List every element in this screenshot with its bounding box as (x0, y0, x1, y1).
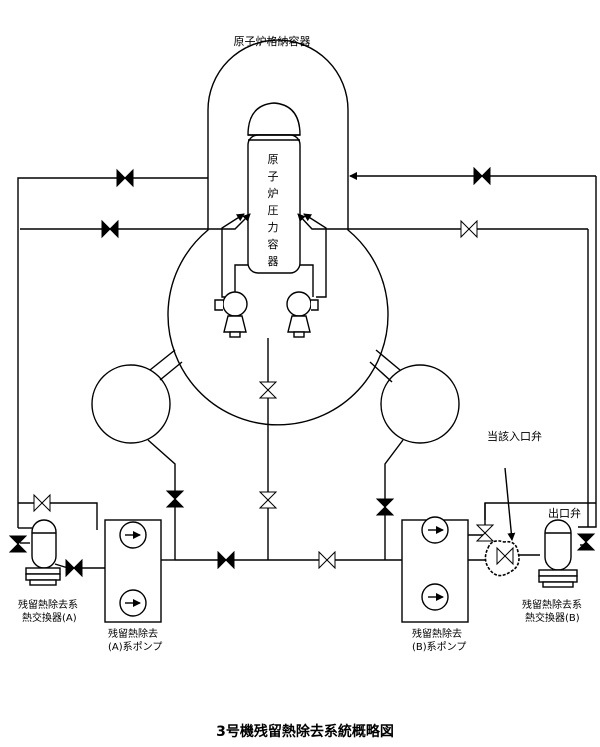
diagram-title: 3号機残留熱除去系統概略図 (216, 723, 394, 740)
hx-a-label-1: 残留熱除去系 (18, 598, 78, 611)
rhr-pump-b (401, 516, 469, 623)
valve-outlet-b (576, 533, 596, 551)
valve-hx-a-outlet (65, 558, 83, 578)
pump-a-label-2: (A)系ポンプ (108, 641, 162, 653)
containment-vessel (167, 39, 389, 426)
valve-drain-upper (258, 381, 278, 399)
pump-b-label-2: (B)系ポンプ (412, 641, 466, 653)
valve-hx-a-inlet (8, 535, 28, 553)
pump-b-label-1: 残留熱除去 (412, 627, 462, 640)
containment-label: 原子炉格納容器 (234, 34, 311, 48)
svg-text:圧: 圧 (268, 204, 279, 217)
suppression-torus-left (91, 349, 183, 444)
reactor-pressure-vessel (247, 102, 301, 274)
heat-exchanger-b (538, 519, 578, 588)
recirc-pump-left (214, 291, 248, 338)
valve-hx-b-bypass (475, 524, 495, 542)
svg-text:器: 器 (268, 255, 279, 268)
hx-a-label-2: 熱交換器(A) (22, 611, 77, 624)
valve-top-right-upper (473, 166, 491, 186)
hx-b-label-1: 残留熱除去系 (522, 598, 582, 611)
svg-text:子: 子 (268, 170, 279, 183)
recirc-loop-left (221, 213, 248, 298)
rhr-pump-a (104, 519, 162, 623)
heat-exchanger-a (25, 519, 61, 586)
svg-text:力: 力 (268, 221, 279, 234)
inlet-valve-label: 当該入口弁 (487, 429, 542, 443)
valve-top-left-lower (101, 219, 119, 239)
valve-header-left (217, 550, 235, 570)
inlet-valve-pointer (504, 467, 516, 541)
svg-text:容: 容 (268, 237, 279, 251)
valve-top-left-upper (116, 168, 134, 188)
recirc-loop-right (300, 213, 327, 298)
valve-top-right-lower (460, 219, 478, 239)
valve-header-right (318, 550, 336, 570)
valve-drain-lower (258, 491, 278, 509)
valve-hx-a-bypass (33, 493, 51, 513)
valve-inlet-affected (484, 540, 520, 577)
outlet-valve-label: 出口弁 (548, 506, 581, 520)
pump-a-label-1: 残留熱除去 (108, 627, 158, 640)
svg-text:原: 原 (268, 153, 279, 166)
svg-text:炉: 炉 (268, 187, 279, 200)
valve-suction-a (165, 490, 185, 508)
suppression-torus-right (369, 349, 460, 444)
hx-b-label-2: 熱交換器(B) (525, 611, 580, 624)
valve-suction-b (375, 498, 395, 516)
recirc-pump-right (286, 291, 319, 338)
rpv-label: 原 子 炉 圧 力 容 器 (268, 153, 279, 268)
